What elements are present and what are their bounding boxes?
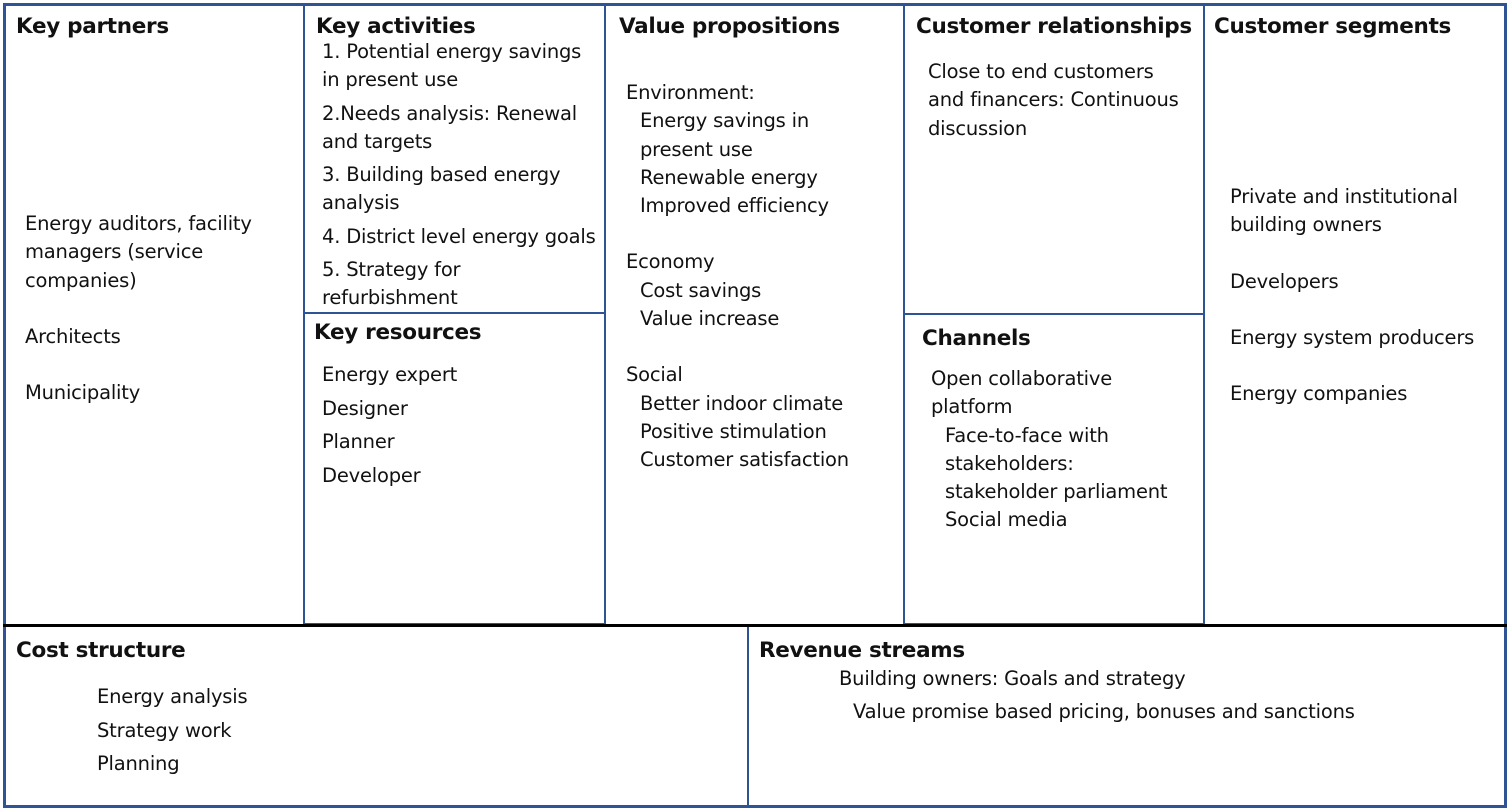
list-item: Renewable energy: [640, 165, 818, 189]
customer-relationships-title: Customer relationships: [916, 14, 1192, 39]
key-activities-title: Key activities: [316, 14, 476, 39]
list-item: Energy savings in: [640, 109, 810, 133]
key-partners-list: Energy auditors, facility managers (serv…: [25, 210, 252, 407]
key-partners-title: Key partners: [16, 14, 169, 39]
list-item: Private and institutional: [1230, 185, 1458, 208]
list-item: Planner: [322, 430, 395, 453]
list-item: Cost savings: [640, 278, 762, 302]
list-item: Municipality: [25, 381, 141, 405]
list-item: Energy system producers: [1230, 325, 1475, 349]
list-item: Architects: [25, 324, 121, 348]
list-item: stakeholder parliament: [945, 480, 1168, 504]
list-item: Improved efficiency: [640, 194, 829, 218]
list-item: and targets: [322, 129, 433, 153]
list-item: Energy expert: [322, 363, 458, 386]
revenue-streams-title: Revenue streams: [759, 638, 965, 663]
divider-partners-activities: [303, 6, 305, 625]
revenue-streams-item-2: Value promise based pricing, bonuses and…: [853, 700, 1355, 723]
list-item: Strategy work: [97, 718, 232, 742]
list-item: companies): [25, 268, 137, 292]
channels-title: Channels: [922, 326, 1031, 351]
list-item: refurbishment: [322, 286, 458, 310]
list-item: Close to end customers: [928, 60, 1154, 83]
divider-activities-resources: [303, 312, 606, 314]
list-item: 1. Potential energy savings: [322, 40, 582, 63]
list-item: in present use: [322, 68, 459, 92]
list-item: Planning: [97, 752, 180, 775]
divider-cost-revenue: [747, 627, 749, 808]
divider-value-relationships: [903, 6, 905, 625]
list-item: present use: [640, 137, 753, 161]
list-item: Open collaborative: [931, 367, 1112, 390]
cost-structure-title: Cost structure: [16, 638, 186, 663]
channels-list: Open collaborative platform Face-to-face…: [931, 365, 1168, 535]
environment-heading: Environment:: [626, 81, 755, 104]
list-item: Developers: [1230, 269, 1339, 293]
customer-relationships-list: Close to end customers and financers: Co…: [928, 58, 1179, 143]
customer-segments-list: Private and institutional building owner…: [1230, 183, 1474, 408]
value-propositions-title: Value propositions: [619, 14, 840, 39]
canvas-frame: [3, 3, 1507, 808]
list-item: Energy companies: [1230, 382, 1408, 406]
list-item: 3. Building based energy: [322, 163, 561, 187]
cost-structure-list: Energy analysis Strategy work Planning: [97, 680, 248, 781]
divider-top-bottom: [3, 624, 1507, 627]
list-item: stakeholders:: [945, 451, 1074, 475]
list-item: 4. District level energy goals: [322, 224, 596, 248]
list-item: platform: [931, 395, 1013, 419]
divider-activities-value: [604, 6, 606, 625]
list-item: managers (service: [25, 240, 204, 264]
list-item: Designer: [322, 396, 408, 420]
divider-relationships-channels: [903, 313, 1205, 315]
list-item: Social media: [945, 508, 1068, 532]
value-propositions-list: Environment: Energy savings in present u…: [626, 79, 849, 475]
social-heading: Social: [626, 363, 683, 387]
list-item: Energy auditors, facility: [25, 212, 252, 235]
list-item: Customer satisfaction: [640, 448, 849, 472]
list-item: Positive stimulation: [640, 419, 827, 443]
list-item: Value increase: [640, 307, 780, 331]
customer-segments-title: Customer segments: [1214, 14, 1452, 39]
list-item: Face-to-face with: [945, 423, 1109, 447]
list-item: Better indoor climate: [640, 391, 844, 415]
economy-heading: Economy: [626, 250, 715, 274]
list-item: and financers: Continuous: [928, 88, 1179, 112]
key-resources-list: Energy expert Designer Planner Developer: [322, 358, 457, 492]
list-item: analysis: [322, 191, 400, 215]
list-item: 2.Needs analysis: Renewal: [322, 101, 577, 125]
key-resources-title: Key resources: [314, 320, 482, 345]
list-item: 5. Strategy for: [322, 258, 461, 282]
list-item: building owners: [1230, 213, 1382, 237]
list-item: discussion: [928, 116, 1028, 140]
key-activities-list: 1. Potential energy savings in present u…: [322, 38, 596, 313]
list-item: Energy analysis: [97, 685, 248, 708]
revenue-streams-item-1: Building owners: Goals and strategy: [839, 667, 1186, 690]
list-item: Developer: [322, 463, 421, 487]
divider-relationships-segments: [1203, 6, 1205, 625]
